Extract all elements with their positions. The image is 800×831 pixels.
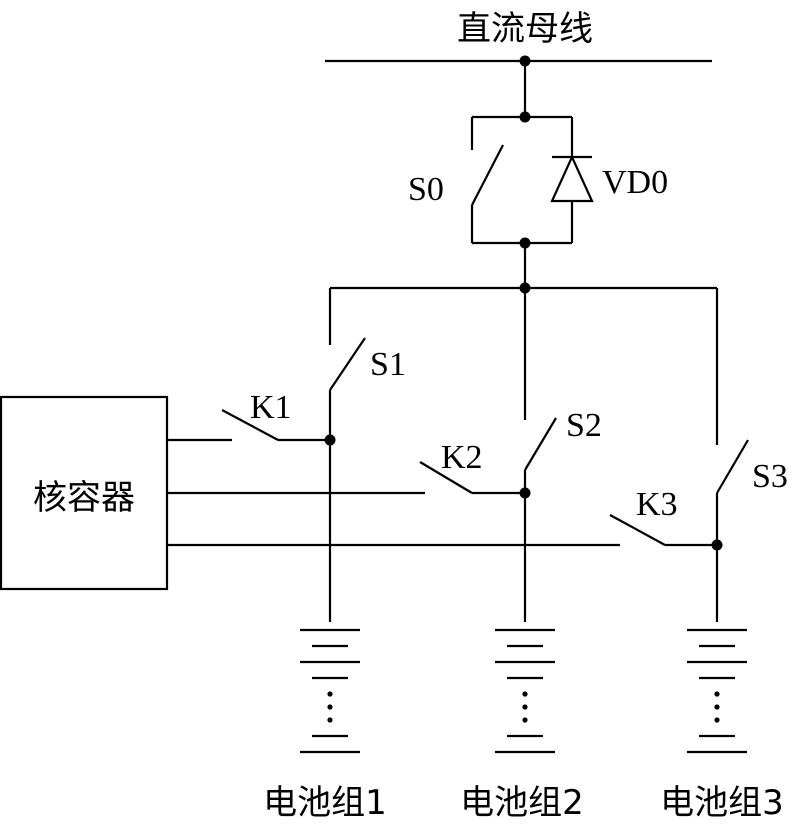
branch-1	[168, 337, 366, 622]
battery-3-label: 电池组3	[660, 783, 784, 823]
distribution-bar	[328, 282, 719, 445]
s3-label: S3	[752, 458, 788, 495]
battery-2-label: 电池组2	[460, 783, 584, 823]
battery-stack-1	[300, 628, 360, 754]
switch-s3	[716, 439, 749, 494]
capacitor-box	[0, 395, 169, 591]
contact-k2	[419, 461, 473, 494]
dc-bus-label: 直流母线	[457, 9, 593, 49]
s2-label: S2	[566, 407, 602, 444]
battery-1-label: 电池组1	[263, 783, 387, 823]
contact-k3	[609, 514, 666, 546]
switch-s2	[524, 417, 557, 471]
branch-2	[168, 417, 557, 622]
capacitor-box-label: 核容器	[33, 478, 135, 518]
s1-label: S1	[370, 346, 406, 383]
branch-3	[168, 439, 749, 622]
switch-s1	[329, 337, 366, 391]
vd0-label: VD0	[602, 164, 668, 201]
main-switch-block	[470, 61, 594, 288]
s0-label: S0	[408, 171, 444, 208]
contact-k1	[221, 409, 279, 441]
k2-label: K2	[441, 439, 483, 476]
k1-label: K1	[250, 389, 292, 426]
switch-s0	[471, 144, 504, 206]
k3-label: K3	[636, 486, 678, 523]
diode-vd0	[550, 154, 594, 203]
dc-bus	[325, 55, 712, 67]
battery-stack-2	[495, 628, 555, 754]
battery-stack-3	[687, 628, 747, 754]
